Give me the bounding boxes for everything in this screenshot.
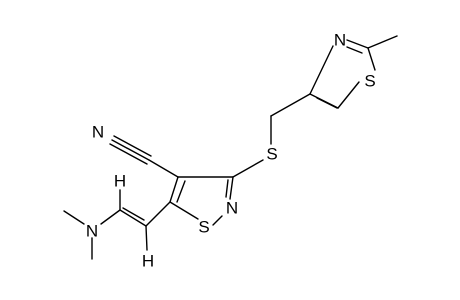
isothiazole-nitrogen-label: N [226, 199, 238, 218]
isothiazole-bond-n-c3-inner [225, 179, 229, 198]
linker-bond-c4-ch2 [270, 93, 311, 117]
vinyl-bond-ch-n [100, 209, 121, 225]
vinyl-double-bond [119, 209, 147, 227]
thiazole-bond-n-c4 [309, 45, 334, 95]
nitrile-triple-bond-middle [109, 143, 148, 165]
nitrile-triple-bond-top [111, 139, 150, 161]
thiazole-sulfur-label: S [364, 72, 375, 91]
thiazole-bond-c5-s [337, 81, 360, 109]
thiazole-bond-c2-n [346, 39, 369, 49]
isothiazole-bond-n-c3 [229, 176, 234, 200]
thioether-sulfur-label: S [266, 145, 277, 164]
thiazole-bond-c4-c5-inner [316, 97, 338, 109]
thiazole-bond-c2-n-inner [346, 46, 363, 54]
isothiazole-sulfur-label: S [198, 218, 209, 237]
vinyl-bond-c5-ch [145, 201, 171, 227]
nitrile-triple-bond-bottom [113, 135, 152, 157]
dimethylamine-methyl-bond-upper [63, 210, 85, 225]
isothiazole-bond-c4-c5 [169, 176, 179, 203]
dimethylamine-nitrogen-label: N [86, 222, 98, 241]
vinyl-bond-ch-h-lower [145, 225, 148, 251]
vinyl-double-bond-inner [122, 207, 145, 221]
nitrile-nitrogen-label: N [92, 123, 104, 142]
atom-labels: N S S N N S N H H [86, 31, 376, 271]
bond-lines [63, 35, 398, 260]
isothiazole-bond-c4-c5-inner [176, 180, 186, 203]
vinyl-hydrogen-upper-label: H [114, 172, 126, 191]
vinyl-hydrogen-lower-label: H [142, 252, 154, 271]
thiazole-bond-s-c2 [367, 47, 376, 71]
isothiazole-bond-c5-s [169, 201, 199, 220]
thiazole-nitrogen-label: N [334, 31, 346, 50]
isothiazole-bond-s-n [212, 215, 223, 226]
nitrile-bond-c4-c [148, 159, 179, 178]
thiazole-methyl-bond [367, 35, 398, 49]
linker-bond-s-c3 [232, 159, 264, 178]
